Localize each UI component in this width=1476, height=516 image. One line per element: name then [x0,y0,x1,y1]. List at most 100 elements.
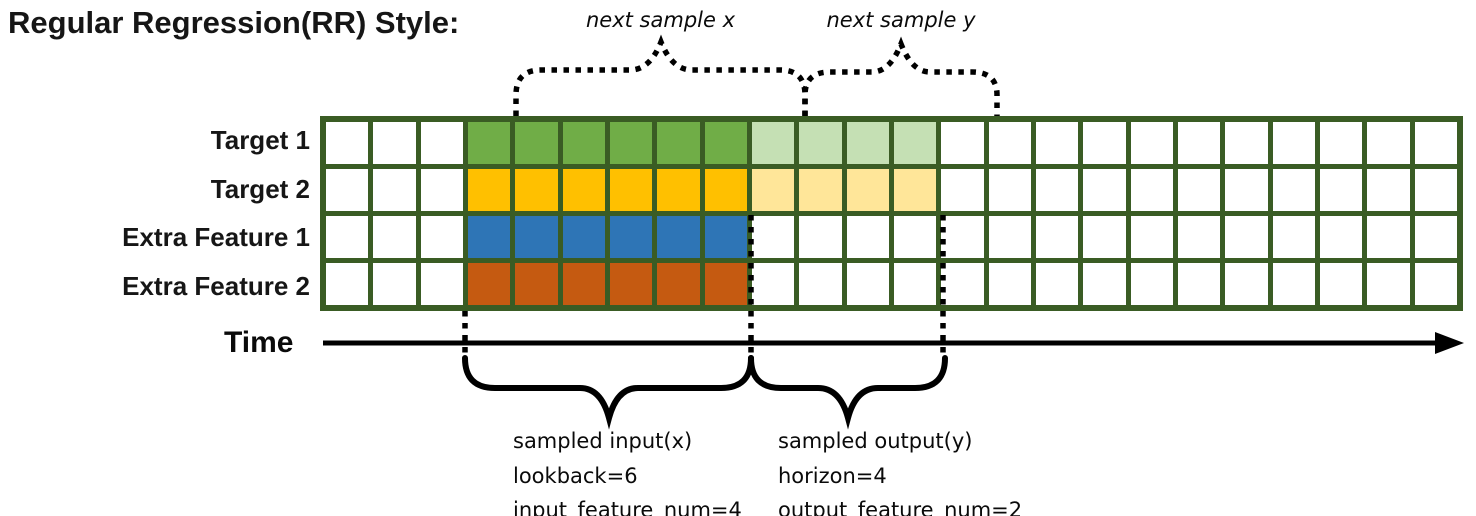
grid-cell [1083,263,1126,305]
grid-cell [1225,263,1268,305]
output-annotation: sampled output(y) horizon=4 output_featu… [778,424,1022,516]
grid-cell [988,263,1031,305]
grid-cell [609,216,653,258]
grid-cell [657,122,700,164]
grid-cell [1083,216,1126,258]
grid-cell [467,216,511,258]
grid-cell [751,216,795,258]
next-sample-x-brace [513,34,808,116]
row-label: Extra Feature 2 [122,271,310,302]
grid-cell [893,263,937,305]
grid-cell [1225,122,1268,164]
grid-cell [609,169,653,211]
grid-cell [515,216,558,258]
grid-cell [846,169,889,211]
grid-cell [657,263,700,305]
next-sample-y-brace [802,36,1000,116]
grid-cell [326,122,369,164]
grid-cell [420,216,463,258]
grid-cell [1367,122,1410,164]
grid-cell [1130,216,1173,258]
grid-cell [1083,169,1126,211]
grid-cell [941,169,984,211]
grid-cell [1414,122,1457,164]
grid-cell [1319,169,1363,211]
grid-cell [846,263,889,305]
grid-cell [1177,216,1221,258]
grid-cell [751,263,795,305]
grid-cell [515,169,558,211]
grid-cell [326,263,369,305]
grid-cell [941,216,984,258]
grid-cell [988,122,1031,164]
grid-cell [1272,169,1315,211]
grid-cell [373,263,416,305]
grid-cell [1130,122,1173,164]
grid-cell [1319,263,1363,305]
grid-cell [1035,216,1079,258]
grid-cell [420,122,463,164]
grid-cell [562,122,605,164]
sample-grid [320,116,1463,311]
grid-cell [373,122,416,164]
grid-cell [1035,169,1079,211]
grid-cell [562,216,605,258]
grid-cell [326,216,369,258]
grid-cell [893,122,937,164]
grid-cell [562,169,605,211]
grid-cell [609,263,653,305]
sampled-input-brace [462,355,754,430]
grid-cell [1035,263,1079,305]
grid-cell [609,122,653,164]
grid-cell [1272,122,1315,164]
grid-cell [420,169,463,211]
grid-cell [1367,263,1410,305]
grid-cell [420,263,463,305]
grid-cell [846,122,889,164]
grid-cell [515,122,558,164]
grid-cell [751,122,795,164]
sampled-output-brace [748,355,948,430]
grid-cell [799,263,842,305]
grid-cell [467,169,511,211]
grid-cell [799,169,842,211]
grid-cell [941,263,984,305]
grid-cell [1083,122,1126,164]
row-label: Extra Feature 1 [122,222,310,253]
next-sample-x-label: next sample x [585,8,736,32]
input-annotation-line: lookback=6 [513,463,638,488]
grid-cell [326,169,369,211]
grid-cell [799,122,842,164]
input-annotation-line: input_feature_num=4 [513,498,742,516]
grid-cell [988,216,1031,258]
output-annotation-line: horizon=4 [778,463,887,488]
grid-cell [1035,122,1079,164]
grid-cell [1177,122,1221,164]
row-label: Target 1 [210,125,310,155]
time-axis-label: Time [224,326,294,359]
grid-cell [1272,263,1315,305]
grid-cell [1319,122,1363,164]
grid-cell [1367,216,1410,258]
diagram-title: Regular Regression(RR) Style: [8,5,460,40]
grid-cell [1414,169,1457,211]
time-axis-arrowhead [1435,332,1464,354]
grid-cell [704,216,747,258]
output-annotation-line: output_feature_num=2 [778,498,1023,516]
grid-cell [893,169,937,211]
grid-cell [1272,216,1315,258]
grid-cell [1225,169,1268,211]
grid-cell [1130,263,1173,305]
row-label: Target 2 [210,173,310,204]
next-sample-y-label: next sample y [826,8,976,32]
grid-cell [704,122,747,164]
grid-cell [1177,169,1221,211]
grid-cell [988,169,1031,211]
grid-cell [1367,169,1410,211]
grid-cell [704,169,747,211]
grid-cell [1319,216,1363,258]
grid-cell [467,263,511,305]
grid-cell [1414,263,1457,305]
output-annotation-line: sampled output(y) [778,429,973,453]
grid-cell [1130,169,1173,211]
